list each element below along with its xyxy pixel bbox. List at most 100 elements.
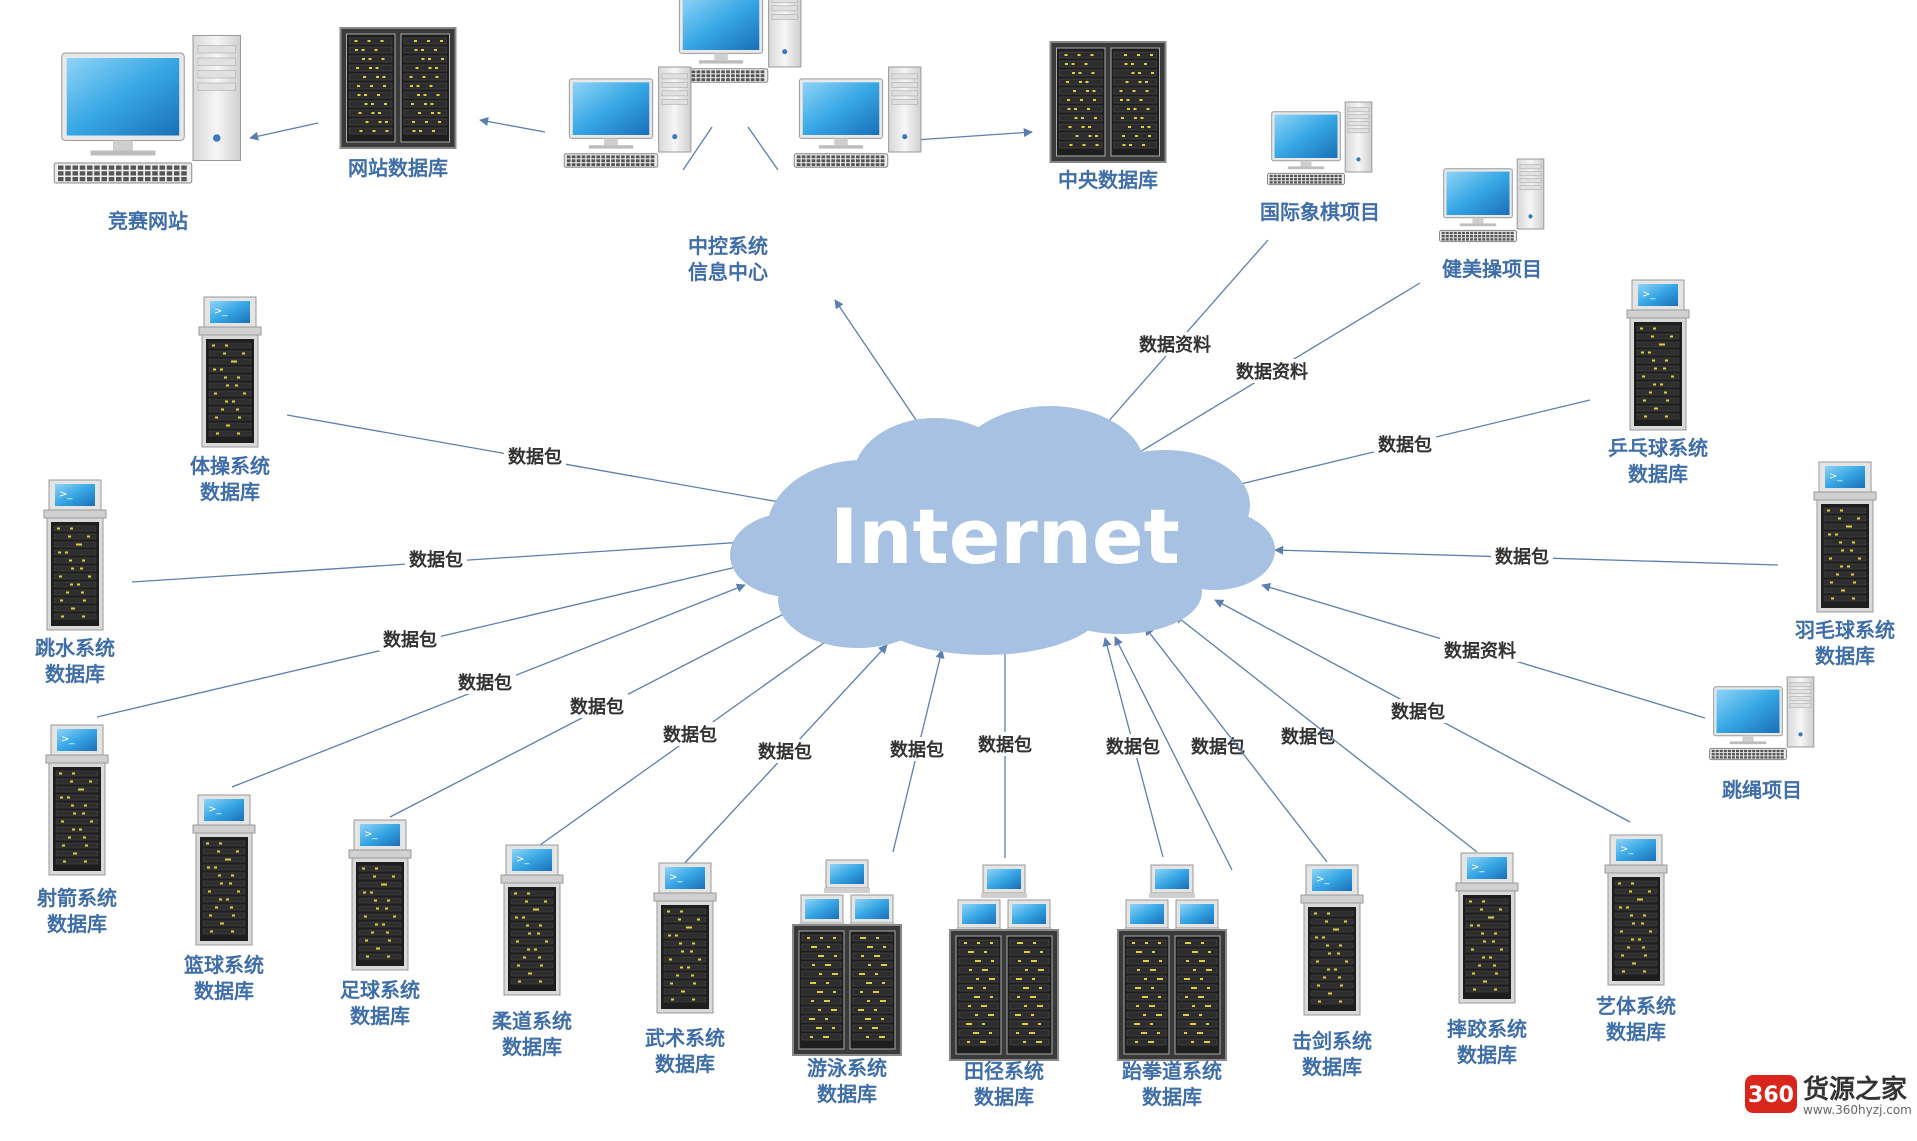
node-label: 乒乓球系统 <box>1608 436 1708 460</box>
node-label: 艺体系统 <box>1596 994 1676 1018</box>
edge-label: 数据包 <box>663 724 717 746</box>
edge-label-bg <box>1387 699 1449 723</box>
watermark-badge-icon <box>1745 1075 1797 1113</box>
watermark-badge: 360 <box>1748 1083 1794 1108</box>
computer-network-icon <box>563 0 922 168</box>
edge-tiaoshui: 数据包 <box>131 537 746 583</box>
cloud-label: Internet <box>830 492 1180 581</box>
edge-xiangqi: 数据资料 <box>1084 239 1269 449</box>
server-tower-icon: >_ <box>1626 279 1690 431</box>
edge-jianmeicao: 数据资料 <box>1129 282 1421 459</box>
edge-jijian: 数据包 <box>1144 626 1339 863</box>
edge-line <box>682 126 713 171</box>
node-label: 数据库 <box>1302 1055 1362 1079</box>
svg-text:>_: >_ <box>1642 289 1656 300</box>
node-label: 数据库 <box>502 1035 562 1059</box>
edge-label-bg <box>1374 432 1436 456</box>
watermark-url: www.360hyzj.com <box>1803 1103 1912 1117</box>
server-tower-icon: >_ <box>1604 834 1668 986</box>
edge-label-bg <box>1102 734 1164 758</box>
node-label: 数据库 <box>194 979 254 1003</box>
edge-label-bg <box>379 627 441 651</box>
node-label: 数据库 <box>45 662 105 686</box>
edge-label: 数据资料 <box>1236 361 1308 383</box>
edge-label: 数据包 <box>1191 736 1245 758</box>
node-label: 数据库 <box>1628 462 1688 486</box>
node-label: 跳绳项目 <box>1722 778 1802 802</box>
edge-line <box>1144 626 1328 863</box>
node-label: 跳水系统 <box>35 636 115 660</box>
server-tower-icon: >_ <box>1455 852 1519 1004</box>
server-tower-icon: >_ <box>192 794 256 946</box>
edge-label-bg <box>504 444 566 468</box>
node-label: 数据库 <box>1142 1085 1202 1109</box>
edge-wushu: 数据包 <box>681 644 888 867</box>
node-label: 武术系统 <box>645 1026 725 1050</box>
edge-zhongyang <box>914 128 1033 141</box>
node-label: 羽毛球系统 <box>1795 618 1895 642</box>
edge-label: 数据包 <box>458 672 512 694</box>
server-cluster-icon <box>949 864 1059 1061</box>
edge-label: 数据包 <box>508 446 562 468</box>
node-tiaosheng: 跳绳项目 <box>1709 676 1815 802</box>
edge-youyong: 数据包 <box>886 649 948 853</box>
edge-line <box>479 117 546 133</box>
edge-lanqiu: 数据包 <box>231 583 746 788</box>
node-label: 数据库 <box>817 1082 877 1106</box>
edge-label: 数据包 <box>409 549 463 571</box>
edge-yumaoqiu: 数据包 <box>1274 544 1779 568</box>
node-label: 数据库 <box>47 912 107 936</box>
server-tower-icon: >_ <box>348 819 412 971</box>
edge-label-bg <box>1135 332 1215 356</box>
node-label: 数据库 <box>974 1085 1034 1109</box>
svg-text:>_: >_ <box>59 489 73 500</box>
edge-label: 数据包 <box>1281 726 1335 748</box>
node-xiangqi: 国际象棋项目 <box>1260 101 1380 224</box>
edge-yiti: 数据包 <box>1214 599 1631 823</box>
edge-label: 数据包 <box>1495 546 1549 568</box>
desktop-computer-icon <box>1267 101 1373 186</box>
server-cluster-icon <box>792 859 902 1056</box>
edge-label-bg <box>886 737 948 761</box>
node-label: 中央数据库 <box>1058 168 1158 192</box>
edge-label: 数据包 <box>570 696 624 718</box>
edge-label-bg <box>454 670 516 694</box>
node-label: 田径系统 <box>964 1059 1044 1083</box>
node-label: 篮球系统 <box>183 953 264 977</box>
edge-label-bg <box>659 722 721 746</box>
edge-line <box>747 126 779 171</box>
svg-text:>_: >_ <box>1316 874 1330 885</box>
edge-shejian: 数据包 <box>96 562 746 718</box>
edge-label-bg <box>566 694 628 718</box>
node-jingsai: 竞赛网站 <box>53 35 241 233</box>
edge-pingpang: 数据包 <box>1227 399 1591 490</box>
edge-zk2 <box>747 126 779 171</box>
edge-zuqiu: 数据包 <box>389 602 806 818</box>
server-tower-icon: >_ <box>1813 461 1877 613</box>
node-label: 数据库 <box>1457 1043 1517 1067</box>
edge-label-bg <box>1491 544 1553 568</box>
svg-text:>_: >_ <box>61 734 75 745</box>
edge-label: 数据资料 <box>1444 640 1516 662</box>
node-label: 体操系统 <box>190 454 270 478</box>
edge-jingsai <box>249 122 319 141</box>
node-label: 柔道系统 <box>492 1009 572 1033</box>
server-tower-icon: >_ <box>43 479 107 631</box>
edge-label-bg <box>405 547 467 571</box>
svg-text:>_: >_ <box>1620 844 1634 855</box>
